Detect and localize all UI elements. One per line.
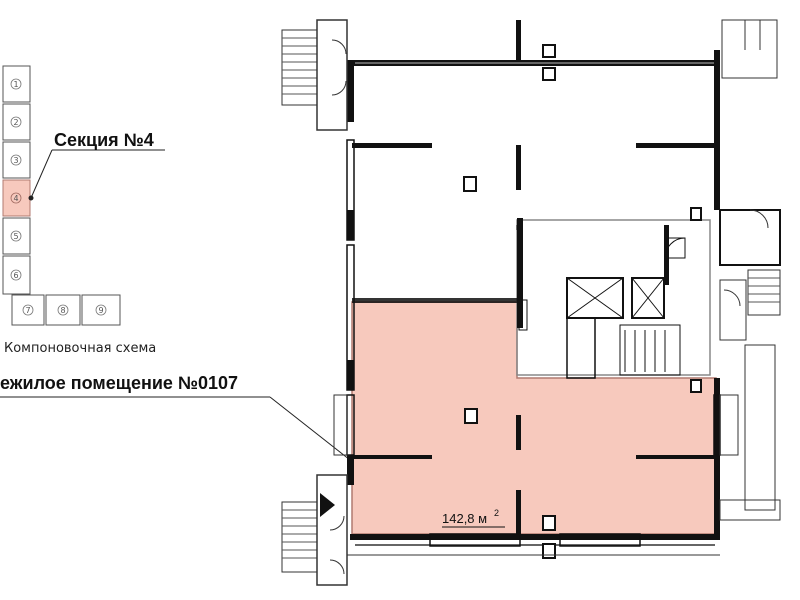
area-value: 142,8 м [442,511,487,526]
area-label: 142,8 м 2 [442,508,505,528]
entrance-stairs-top [281,19,348,131]
premises-0107-area[interactable] [351,301,717,535]
premises-label: ежилое помещение №0107 [0,373,238,393]
section-pointer-line [30,149,53,199]
right-annex [719,19,781,521]
scheme-block-7: 7 [11,294,45,326]
entrance-stairs-bottom [281,394,348,586]
svg-text:6: 6 [13,271,18,280]
svg-text:2: 2 [13,118,18,127]
area-unit-superscript: 2 [494,508,499,518]
scheme-block-5: 5 [2,217,31,255]
svg-text:7: 7 [25,306,30,315]
svg-text:8: 8 [60,306,65,315]
scheme-block-6: 6 [2,255,31,295]
scheme-block-4-highlighted: 4 [2,179,31,217]
svg-text:5: 5 [13,232,18,241]
svg-text:9: 9 [98,306,103,315]
scheme-block-1: 1 [2,65,31,103]
svg-text:1: 1 [13,80,18,89]
svg-text:3: 3 [13,156,18,165]
scheme-block-9: 9 [81,294,121,326]
svg-text:4: 4 [13,194,18,203]
section-label: Секция №4 [54,130,154,150]
entrance-arrow-icon [320,493,335,517]
scheme-caption: Компоновочная схема [4,341,156,356]
floor-plan [281,19,781,586]
layout-scheme: 1 2 3 4 5 6 7 [2,65,165,356]
section-pointer-dot [28,195,34,201]
scheme-block-8: 8 [45,294,81,326]
scheme-block-2: 2 [2,103,31,141]
scheme-block-3: 3 [2,141,31,179]
